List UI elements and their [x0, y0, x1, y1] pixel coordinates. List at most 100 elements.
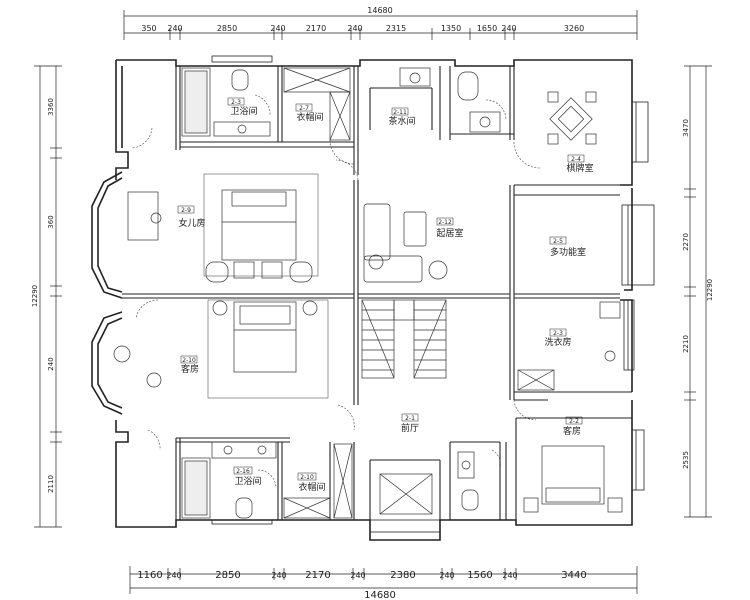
- room-guest-left: 2-10 客房: [180, 355, 199, 375]
- room-closet-lower: 2-10 衣帽间: [297, 472, 326, 493]
- sofa-icon: [363, 203, 391, 261]
- bed-icon: [221, 189, 297, 261]
- room-name: 卫浴间: [234, 475, 261, 487]
- right-seg-1: 2270: [682, 233, 690, 251]
- left-seg-3: 2110: [47, 475, 55, 493]
- toilet-icon-2: [457, 71, 479, 101]
- room-name: 女儿房: [178, 217, 205, 229]
- vanity-icon: [213, 121, 271, 137]
- room-tag: 2-11: [393, 109, 407, 116]
- bed-icon-2: [233, 301, 297, 373]
- right-seg-3: 2535: [682, 451, 690, 469]
- room-tag: 2-1: [405, 415, 415, 422]
- top-seg-8: 1650: [477, 24, 497, 33]
- card-table-icon: [549, 97, 593, 141]
- bottom-seg-4: 2170: [305, 570, 330, 581]
- room-daughter: 2-9 女儿房: [177, 205, 206, 229]
- room-living: 2-12 起居室: [436, 217, 464, 239]
- top-seg-9: 240: [501, 24, 516, 33]
- room-name: 前厅: [401, 422, 419, 434]
- bottom-seg-3: 240: [271, 571, 286, 580]
- left-seg-1: 360: [47, 215, 55, 228]
- room-name: 客房: [563, 425, 581, 437]
- toilet-icon-3: [235, 497, 253, 519]
- room-bathroom-upper: 2-3 卫浴间: [227, 97, 258, 117]
- room-tea-room: 2-11 茶水间: [388, 107, 416, 127]
- room-name: 棋牌室: [566, 162, 593, 174]
- room-closet-upper: 2-7 衣帽间: [295, 103, 324, 123]
- furniture: [113, 67, 623, 519]
- bottom-seg-0: 1160: [137, 570, 162, 581]
- bottom-seg-1: 240: [166, 571, 181, 580]
- interior-walls: [122, 66, 632, 520]
- room-tag: 2-5: [553, 238, 563, 245]
- right-dimension-chain: [684, 65, 712, 518]
- room-name: 起居室: [436, 227, 463, 239]
- top-seg-5: 240: [347, 24, 362, 33]
- top-seg-4: 2170: [306, 24, 326, 33]
- top-seg-6: 2315: [386, 24, 406, 33]
- room-name: 衣帽间: [298, 481, 325, 493]
- bathtub-icon: [181, 67, 211, 137]
- room-tag: 2-10: [300, 474, 314, 481]
- left-seg-0: 3360: [47, 98, 55, 116]
- room-tag: 2-7: [299, 105, 309, 112]
- room-name: 茶水间: [388, 115, 415, 127]
- left-total-label: 12290: [31, 285, 39, 307]
- room-card-room: 2-4 棋牌室: [566, 154, 594, 174]
- bottom-seg-5: 240: [350, 571, 365, 580]
- room-tag: 2-9: [181, 207, 191, 214]
- bathtub-icon-2: [181, 457, 211, 519]
- right-seg-0: 3470: [682, 119, 690, 137]
- bottom-seg-7: 240: [439, 571, 454, 580]
- left-segment-labels: 3360 360 240 2110: [47, 98, 55, 493]
- bottom-seg-10: 3440: [561, 570, 586, 581]
- bottom-segment-labels: 1160 240 2850 240 2170 240 2380 240 1560…: [137, 570, 586, 581]
- left-seg-2: 240: [47, 357, 55, 370]
- top-seg-0: 350: [141, 24, 156, 33]
- toilet-icon: [231, 69, 249, 91]
- room-bathroom-lower: 2-16 卫浴间: [233, 466, 262, 487]
- top-seg-3: 240: [270, 24, 285, 33]
- top-segment-labels: 350 240 2850 240 2170 240 2315 1350 1650…: [141, 24, 584, 33]
- room-tag: 2-16: [236, 468, 250, 475]
- bottom-seg-2: 2850: [215, 570, 240, 581]
- bottom-seg-9: 240: [502, 571, 517, 580]
- right-segment-labels: 3470 2270 2210 2535: [682, 119, 690, 469]
- bottom-dimension-chain: [129, 566, 638, 594]
- room-tag: 2-2: [569, 418, 579, 425]
- room-multifunction: 2-5 多功能室: [549, 236, 586, 258]
- room-labels: 2-3 卫浴间 2-7 衣帽间 2-11 茶水间 2-4 棋牌室 2-9 女儿房…: [177, 97, 594, 493]
- room-tag: 2-12: [438, 219, 452, 226]
- bottom-seg-8: 1560: [467, 570, 492, 581]
- room-foyer: 2-1 前厅: [401, 413, 419, 434]
- right-seg-2: 2210: [682, 335, 690, 353]
- right-total-label: 12290: [706, 279, 714, 301]
- staircase: [361, 299, 447, 379]
- bed-icon-3: [541, 445, 605, 505]
- exterior-walls: [91, 59, 633, 541]
- coffee-table-icon: [403, 211, 427, 247]
- elevator-icon: [379, 473, 433, 515]
- top-seg-10: 3260: [564, 24, 584, 33]
- room-tag: 2-3: [553, 330, 563, 337]
- room-laundry: 2-3 洗衣房: [544, 328, 572, 348]
- top-seg-7: 1350: [441, 24, 461, 33]
- room-name: 多功能室: [550, 246, 586, 258]
- bottom-seg-6: 2380: [390, 570, 415, 581]
- windows: [211, 55, 655, 533]
- desk-icon: [127, 191, 159, 241]
- room-name: 衣帽间: [296, 111, 323, 123]
- left-dimension-chain: [34, 65, 62, 528]
- room-tag: 2-3: [231, 99, 241, 106]
- room-tag: 2-4: [571, 156, 581, 163]
- bottom-total-label: 14680: [364, 590, 396, 600]
- room-name: 洗衣房: [544, 336, 571, 348]
- top-seg-2: 2850: [217, 24, 237, 33]
- room-name: 卫浴间: [230, 105, 257, 117]
- door-swings: [131, 94, 541, 489]
- top-dimension-chain: [123, 10, 638, 40]
- top-total-label: 14680: [367, 6, 392, 15]
- top-seg-1: 240: [167, 24, 182, 33]
- room-tag: 2-10: [182, 357, 196, 364]
